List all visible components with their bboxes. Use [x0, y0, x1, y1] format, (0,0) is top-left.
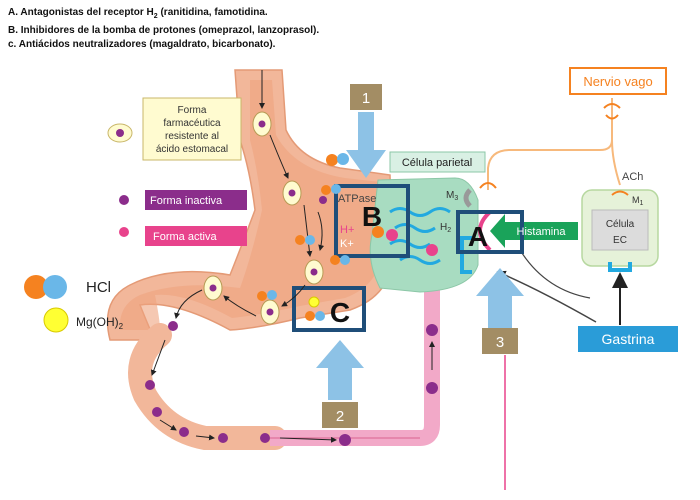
forma-inactiva-label: Forma inactiva	[150, 195, 223, 207]
gastrina-to-parietal-arrow	[496, 270, 597, 323]
canaliculus-2	[394, 223, 436, 233]
gastrin-receptor	[460, 236, 472, 274]
m3-label: M3	[446, 190, 458, 202]
box-a	[456, 210, 524, 254]
h2-label: H2	[440, 222, 451, 234]
inactive-dot-icon	[119, 195, 129, 205]
atpase-label: ATPase	[338, 193, 376, 205]
ec-cell-label-1: Célula	[606, 219, 635, 230]
legend-a-tail: (ranitidina, famotidina.	[157, 7, 268, 18]
arrow-1	[346, 112, 386, 178]
vagus-ending-parietal	[479, 182, 497, 189]
box-b-letter: B	[362, 201, 382, 232]
number-1: 1	[362, 90, 370, 107]
histamina-label: Histamina	[517, 226, 567, 238]
forma-line-3: resistente al	[165, 131, 219, 142]
gastrina-box	[578, 326, 678, 352]
number-box-1	[350, 84, 382, 110]
histamine-curve	[519, 249, 591, 299]
box-c-letter: C	[330, 297, 350, 328]
box-c	[292, 286, 366, 332]
legend-b: B. Inhibidores de la bomba de protones (…	[8, 25, 320, 36]
nervio-vago-box	[569, 67, 667, 95]
m3-receptor	[463, 188, 472, 208]
box-b	[334, 184, 410, 258]
vagus-fiber-ec	[611, 139, 621, 186]
vagus-synapse-top	[603, 103, 621, 109]
ec-gastrin-receptor	[608, 262, 632, 272]
h-plus-label: H+	[340, 224, 354, 236]
parietal-cell	[369, 177, 479, 293]
legend-a-text: A. Antagonistas del receptor H	[8, 7, 154, 18]
vagus-fiber	[487, 98, 613, 190]
number-box-2	[322, 402, 358, 428]
h2-receptor	[478, 210, 492, 252]
legend-c: c. Antiácidos neutralizadores (magaldrat…	[8, 39, 276, 50]
forma-activa-box	[145, 226, 247, 246]
vagus-synapse-bottom	[605, 114, 619, 120]
ec-cell-label-2: EC	[613, 235, 627, 246]
nervio-vago-label: Nervio vago	[583, 74, 652, 89]
forma-farmaceutica-box	[142, 97, 242, 161]
m1-label: M1	[632, 195, 644, 207]
gastrina-label: Gastrina	[602, 331, 655, 347]
hcl-blue-icon	[43, 275, 67, 299]
forma-line-1: Forma	[178, 105, 207, 116]
forma-line-4: ácido estomacal	[156, 144, 228, 155]
blood-vessel	[270, 290, 440, 446]
legend: A. Antagonistas del receptor H2 (ranitid…	[8, 6, 319, 52]
box-a-letter: A	[468, 221, 488, 252]
k-plus-label: K+	[340, 238, 354, 250]
number-box-3	[482, 328, 518, 354]
legend-a-sub: 2	[153, 13, 158, 20]
forma-line-2: farmacéutica	[163, 118, 221, 129]
mgoh-icon	[43, 307, 69, 333]
legend-a: A. Antagonistas del receptor H2 (ranitid…	[8, 6, 319, 24]
parietal-label-box	[389, 151, 486, 173]
intestine-loop	[128, 323, 287, 450]
hcl-orange-icon	[24, 275, 48, 299]
active-dot-icon	[119, 227, 129, 237]
arrow-2	[316, 340, 364, 400]
mgoh-label: Mg(OH)2	[76, 315, 124, 331]
number-2: 2	[336, 408, 344, 425]
number-3: 3	[496, 334, 504, 351]
hcl-particles	[257, 153, 384, 321]
forma-activa-label: Forma activa	[153, 231, 217, 243]
parietal-cell-label: Célula parietal	[402, 157, 472, 169]
flow-arrows	[150, 70, 435, 443]
capsule-icon-core	[116, 129, 124, 137]
hcl-label: HCl	[86, 279, 111, 296]
ach-label: ACh	[622, 171, 643, 183]
forma-inactiva-box	[145, 190, 247, 210]
capsule-train	[145, 111, 438, 446]
ec-cell-inner	[591, 209, 649, 251]
canaliculus-1	[389, 207, 451, 217]
histamina-arrow	[490, 214, 578, 248]
arrow-3	[476, 268, 524, 328]
ec-m1-receptor	[611, 190, 629, 196]
